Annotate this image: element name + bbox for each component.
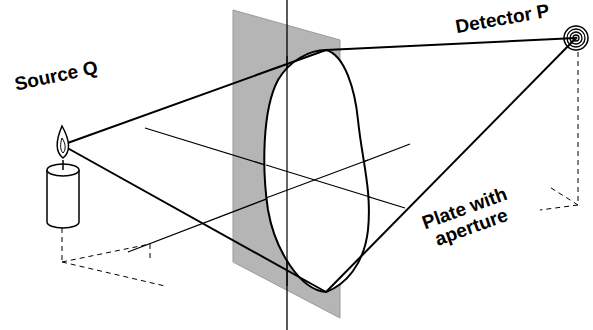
detector-label: Detector P: [454, 1, 551, 37]
candle-source: [47, 126, 79, 228]
axes-in-aperture: [266, 56, 370, 286]
axes: [128, 0, 410, 330]
detector: [564, 26, 588, 50]
plate-label: Plate with aperture: [414, 182, 522, 254]
source-label: Source Q: [13, 57, 100, 94]
rays: [62, 38, 576, 292]
projection-lines: [62, 52, 578, 286]
aperture: [264, 50, 369, 292]
